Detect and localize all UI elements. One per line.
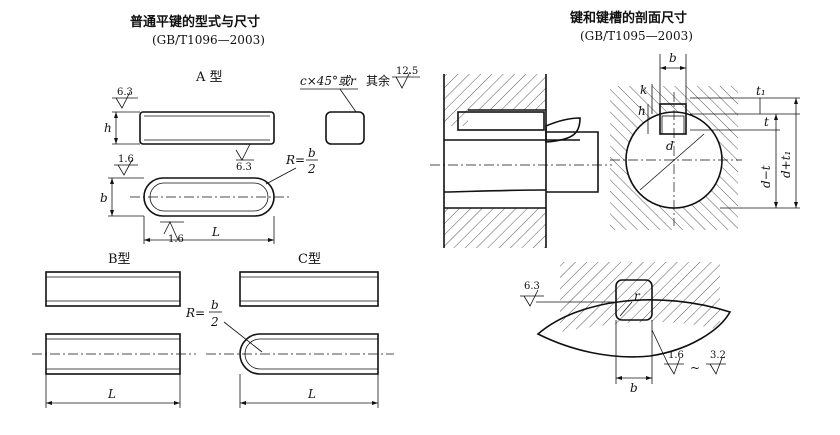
svg-text:h: h	[638, 104, 646, 118]
svg-text:1.6: 1.6	[168, 234, 184, 245]
svg-text:b: b	[630, 381, 638, 395]
svg-text:t₁: t₁	[756, 84, 766, 98]
svg-text:12.5: 12.5	[396, 66, 418, 77]
type-a-label: A 型	[195, 70, 223, 85]
svg-text:c×45°或r: c×45°或r	[300, 74, 357, 88]
left-title: 普通平键的型式与尺寸	[130, 14, 260, 30]
svg-text:b: b	[100, 191, 108, 205]
left-standard: (GB/T1096—2003)	[152, 33, 265, 47]
svg-text:2: 2	[307, 162, 316, 176]
type-b-label: B型	[108, 252, 131, 267]
type-a-side-view: h	[104, 111, 275, 145]
svg-text:L: L	[211, 225, 220, 239]
svg-text:1.6: 1.6	[668, 350, 684, 361]
svg-text:d+t₁: d+t₁	[779, 151, 793, 178]
svg-text:~: ~	[690, 361, 700, 375]
dim-h-label: h	[104, 121, 112, 135]
right-standard: (GB/T1095—2003)	[580, 29, 693, 43]
type-c-side-view	[239, 271, 379, 307]
svg-text:2: 2	[210, 315, 219, 329]
svg-text:R=: R=	[185, 306, 205, 320]
type-b-plan-view: L	[32, 333, 196, 408]
svg-text:L: L	[107, 387, 116, 401]
svg-text:t: t	[764, 115, 769, 129]
shaft-circle-section: b t₁ t d−t d+t₁ h k d	[610, 51, 800, 230]
svg-text:r: r	[634, 289, 641, 303]
svg-text:6.3: 6.3	[117, 87, 133, 98]
type-c-plan-view: R= b 2 L	[185, 298, 394, 408]
hub-section	[430, 74, 612, 248]
key-cross-section	[325, 111, 365, 145]
svg-text:3.2: 3.2	[710, 350, 726, 361]
type-a-plan-view: 1.6 b R= b 2 1.6 L	[100, 146, 318, 245]
roughness-symbol-top: 6.3	[112, 87, 138, 109]
svg-text:L: L	[307, 387, 316, 401]
svg-text:1.6: 1.6	[118, 154, 134, 165]
right-title: 键和键槽的剖面尺寸	[569, 10, 687, 26]
svg-text:6.3: 6.3	[524, 281, 540, 292]
svg-text:k: k	[640, 83, 647, 97]
svg-text:d: d	[666, 139, 674, 153]
svg-text:R=: R=	[285, 153, 305, 167]
svg-text:b: b	[669, 51, 677, 65]
svg-text:b: b	[211, 298, 219, 312]
chamfer-note: c×45°或r 其余 12.5	[300, 66, 420, 113]
type-c-label: C型	[298, 252, 321, 267]
svg-text:d−t: d−t	[759, 165, 773, 188]
svg-text:6.3: 6.3	[236, 162, 252, 173]
keyway-detail: r 6.3 b 1.6 ~ 3.2	[520, 262, 732, 395]
roughness-symbol-side: 6.3	[235, 143, 254, 173]
svg-text:其余: 其余	[366, 73, 390, 88]
type-b-side-view	[45, 271, 181, 307]
svg-text:b: b	[308, 146, 316, 160]
